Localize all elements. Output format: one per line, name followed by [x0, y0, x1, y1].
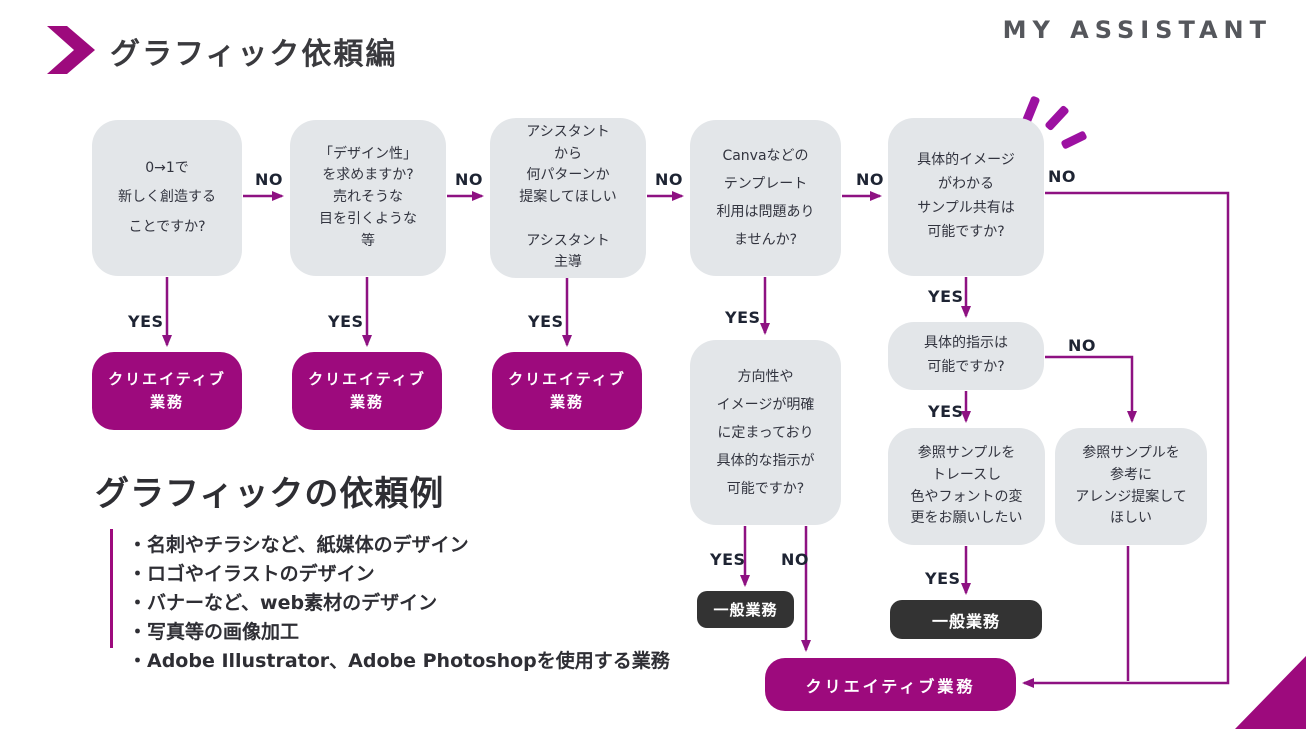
node-question-canva: Canvaなどの テンプレート 利用は問題あり ませんか?	[690, 120, 841, 276]
label-no-1: NO	[255, 170, 283, 189]
examples-list: ・名刺やチラシなど、紙媒体のデザイン ・ロゴやイラストのデザイン ・バナーなど、…	[128, 531, 670, 676]
label-yes-2: YES	[328, 312, 364, 331]
brand-logo: MY ASSISTANT	[1002, 16, 1272, 44]
label-yes-direction: YES	[710, 550, 746, 569]
node-question-design: 「デザイン性」 を求めますか? 売れそうな 目を引くような 等	[290, 120, 446, 276]
node-question-create: 0→1で 新しく創造する ことですか?	[92, 120, 242, 276]
node-creative-2: クリエイティブ 業務	[292, 352, 442, 430]
corner-triangle	[1235, 656, 1306, 729]
label-no-instruction: NO	[1068, 336, 1096, 355]
example-item: ・名刺やチラシなど、紙媒体のデザイン	[128, 534, 469, 556]
node-question-arrange: 参照サンプルを 参考に アレンジ提案して ほしい	[1055, 428, 1207, 545]
label-no-2: NO	[455, 170, 483, 189]
node-creative-1-text: クリエイティブ 業務	[108, 369, 226, 411]
connector-instruction-no	[1045, 355, 1137, 423]
examples-accent-bar	[110, 529, 113, 648]
node-question-patterns: アシスタント から 何パターンか 提案してほしい アシスタント 主導	[490, 118, 646, 278]
label-yes-5: YES	[928, 287, 964, 306]
node-question-canva-text: Canvaなどの テンプレート 利用は問題あり ませんか?	[716, 148, 815, 248]
node-creative-3: クリエイティブ 業務	[492, 352, 642, 430]
node-question-create-text: 0→1で 新しく創造する ことですか?	[118, 159, 216, 235]
page-title: グラフィック依頼編	[110, 37, 398, 72]
node-general-1-text: 一般業務	[713, 601, 778, 619]
node-creative-final: クリエイティブ業務	[765, 658, 1016, 711]
label-no-3: NO	[655, 170, 683, 189]
node-general-1: 一般業務	[697, 591, 794, 628]
node-creative-2-text: クリエイティブ 業務	[308, 369, 426, 411]
node-question-patterns-text: アシスタント から 何パターンか 提案してほしい アシスタント 主導	[519, 124, 617, 271]
examples-title: グラフィックの依頼例	[95, 474, 445, 514]
label-yes-instruction: YES	[928, 402, 964, 421]
node-question-arrange-text: 参照サンプルを 参考に アレンジ提案して ほしい	[1075, 445, 1187, 527]
node-question-trace: 参照サンプルを トレースし 色やフォントの変 更をお願いしたい	[888, 428, 1045, 545]
node-general-2-text: 一般業務	[931, 611, 1000, 631]
node-question-design-text: 「デザイン性」 を求めますか? 売れそうな 目を引くような 等	[319, 145, 417, 249]
node-question-direction: 方向性や イメージが明確 に定まっており 具体的な指示が 可能ですか?	[690, 340, 841, 525]
node-question-direction-text: 方向性や イメージが明確 に定まっており 具体的な指示が 可能ですか?	[716, 368, 815, 497]
example-item: ・Adobe Illustrator、Adobe Photoshopを使用する業…	[128, 650, 670, 672]
label-yes-1: YES	[128, 312, 164, 331]
node-general-2: 一般業務	[890, 600, 1042, 639]
node-creative-3-text: クリエイティブ 業務	[508, 369, 626, 411]
label-yes-trace: YES	[925, 569, 961, 588]
label-no-5: NO	[1048, 167, 1076, 186]
node-question-sample: 具体的イメージ がわかる サンプル共有は 可能ですか?	[888, 118, 1044, 276]
example-item: ・写真等の画像加工	[128, 621, 300, 643]
node-creative-1: クリエイティブ 業務	[92, 352, 242, 430]
node-question-sample-text: 具体的イメージ がわかる サンプル共有は 可能ですか?	[917, 152, 1015, 240]
title-chevron-icon	[47, 26, 95, 74]
label-no-4: NO	[856, 170, 884, 189]
example-item: ・ロゴやイラストのデザイン	[128, 563, 375, 585]
node-question-instruction-text: 具体的指示は 可能ですか?	[924, 335, 1008, 375]
node-question-instruction: 具体的指示は 可能ですか?	[888, 322, 1044, 390]
node-creative-final-text: クリエイティブ業務	[805, 676, 976, 696]
label-yes-4: YES	[725, 308, 761, 327]
label-no-direction: NO	[781, 550, 809, 569]
label-yes-3: YES	[528, 312, 564, 331]
node-question-trace-text: 参照サンプルを トレースし 色やフォントの変 更をお願いしたい	[910, 445, 1023, 527]
example-item: ・バナーなど、web素材のデザイン	[128, 592, 438, 614]
